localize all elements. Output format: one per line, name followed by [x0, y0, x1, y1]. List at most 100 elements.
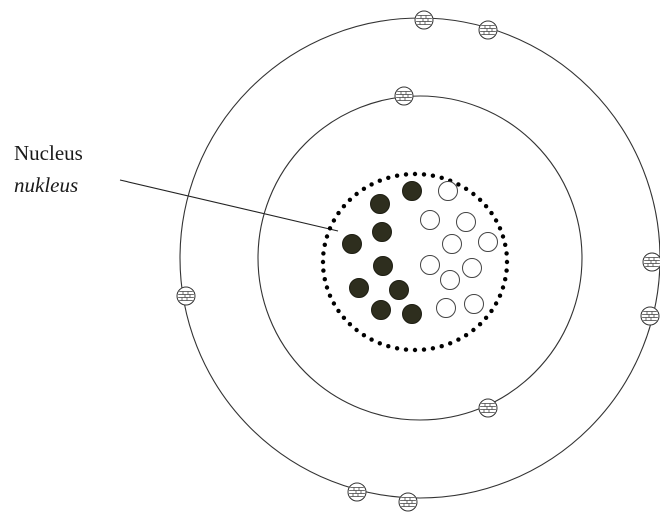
- proton: [370, 194, 390, 214]
- nucleus-boundary-dot: [320, 259, 326, 265]
- nucleus-boundary-dot: [421, 347, 427, 352]
- nucleus-boundary-dot: [430, 346, 436, 351]
- nucleus-boundary-dot: [483, 315, 489, 320]
- neutron: [440, 270, 460, 290]
- nucleus-boundary-dot: [497, 293, 503, 298]
- nucleus-boundary-dot: [322, 277, 327, 282]
- nucleus-boundary-dot: [403, 172, 409, 177]
- neutron: [478, 232, 498, 252]
- proton: [342, 234, 362, 254]
- nucleus-boundary-dot: [456, 337, 461, 342]
- neutron: [464, 294, 484, 314]
- nucleus-boundary-dot: [483, 204, 489, 209]
- outer-shell-electron: [347, 482, 367, 502]
- nucleus-boundary-dot: [336, 210, 341, 216]
- nucleus-boundary-dot: [503, 242, 508, 247]
- nucleus-boundary-dot: [412, 347, 418, 353]
- nucleus-boundary-dot: [347, 197, 353, 202]
- nucleus-boundary-dot: [377, 178, 382, 183]
- nucleus-boundary-dot: [354, 191, 359, 197]
- nucleus-label: Nucleus: [14, 141, 83, 165]
- nucleus-boundary-dot: [361, 333, 367, 338]
- nucleus-boundary-dot: [386, 175, 391, 180]
- nucleus-boundary-dot: [430, 173, 436, 178]
- nucleus-boundary-dot: [341, 315, 347, 320]
- neutron: [438, 181, 458, 201]
- nucleus-boundary-dot: [477, 322, 483, 327]
- neutron: [462, 258, 482, 278]
- nucleus-boundary-dot: [412, 171, 418, 177]
- nucleus-boundary-dot: [439, 175, 444, 180]
- neutron: [420, 210, 440, 230]
- nucleus-boundary: [320, 171, 510, 353]
- nucleus-boundary-dot: [504, 259, 510, 265]
- outer-shell-electron: [398, 492, 418, 512]
- nucleus-boundary-dot: [504, 268, 509, 273]
- nucleus-boundary-dot: [489, 210, 494, 216]
- nucleus-boundary-dot: [347, 322, 353, 327]
- nucleus-boundary-dot: [394, 173, 400, 178]
- outer-shell-electron: [640, 306, 660, 326]
- nucleus-boundary-dot: [336, 308, 341, 314]
- nucleus-boundary-dot: [493, 301, 499, 306]
- nucleus-boundary-dot: [489, 308, 494, 314]
- nucleus-boundary-dot: [439, 344, 444, 349]
- nucleus-boundary-dot: [322, 242, 327, 247]
- outer-shell-electron: [414, 10, 434, 30]
- nucleus-boundary-dot: [324, 285, 330, 290]
- proton: [372, 222, 392, 242]
- outer-electron-shell: [179, 17, 660, 499]
- nucleus-boundary-dot: [327, 226, 333, 231]
- nucleus-boundary-dot: [377, 341, 382, 346]
- neutron: [442, 234, 462, 254]
- nucleus-boundary-dot: [493, 218, 499, 223]
- nucleus-boundary-dot: [324, 234, 330, 239]
- nucleus-boundary-dot: [503, 277, 508, 282]
- nucleus-boundary-dot: [369, 337, 374, 342]
- nucleus-boundary-dot: [321, 268, 326, 273]
- nucleus-boundary-dot: [331, 301, 337, 306]
- nucleus-boundary-dot: [497, 226, 503, 231]
- proton: [371, 300, 391, 320]
- nucleus-boundary-dot: [321, 251, 326, 256]
- outer-shell-electron: [642, 252, 660, 272]
- nucleus-boundary-dot: [500, 234, 506, 239]
- nucleus-label-translation: nukleus: [14, 173, 78, 197]
- nucleus-boundary-dot: [369, 182, 374, 187]
- nucleus-boundary-dot: [448, 341, 453, 346]
- nucleus-boundary-dot: [477, 197, 483, 202]
- nucleus-boundary-dot: [331, 218, 337, 223]
- nucleus-boundary-dot: [421, 172, 427, 177]
- electrons: [176, 10, 660, 512]
- nucleus: [342, 181, 498, 324]
- nucleus-boundary-dot: [471, 191, 476, 197]
- proton: [373, 256, 393, 276]
- nucleus-boundary-dot: [327, 293, 333, 298]
- nucleus-boundary-dot: [456, 182, 461, 187]
- inner-electron-shell: [257, 95, 583, 421]
- nucleus-boundary-dot: [386, 344, 391, 349]
- nucleus-boundary-dot: [471, 327, 476, 333]
- outer-shell-electron: [176, 286, 196, 306]
- proton: [389, 280, 409, 300]
- label-pointer-line: [119, 179, 339, 232]
- neutron: [456, 212, 476, 232]
- nucleus-boundary-dot: [463, 186, 469, 191]
- outer-shell-electron: [478, 20, 498, 40]
- proton: [402, 181, 422, 201]
- nucleus-boundary-dot: [403, 347, 409, 352]
- inner-shell-electron: [478, 398, 498, 418]
- nucleus-boundary-dot: [341, 204, 347, 209]
- nucleus-boundary-dot: [354, 327, 359, 333]
- proton: [349, 278, 369, 298]
- nucleus-boundary-dot: [504, 251, 509, 256]
- neutron: [436, 298, 456, 318]
- nucleus-boundary-dot: [500, 285, 506, 290]
- proton: [402, 304, 422, 324]
- nucleus-boundary-dot: [394, 346, 400, 351]
- nucleus-boundary-dot: [463, 333, 469, 338]
- neutron: [420, 255, 440, 275]
- nucleus-boundary-dot: [361, 186, 367, 191]
- inner-shell-electron: [394, 86, 414, 106]
